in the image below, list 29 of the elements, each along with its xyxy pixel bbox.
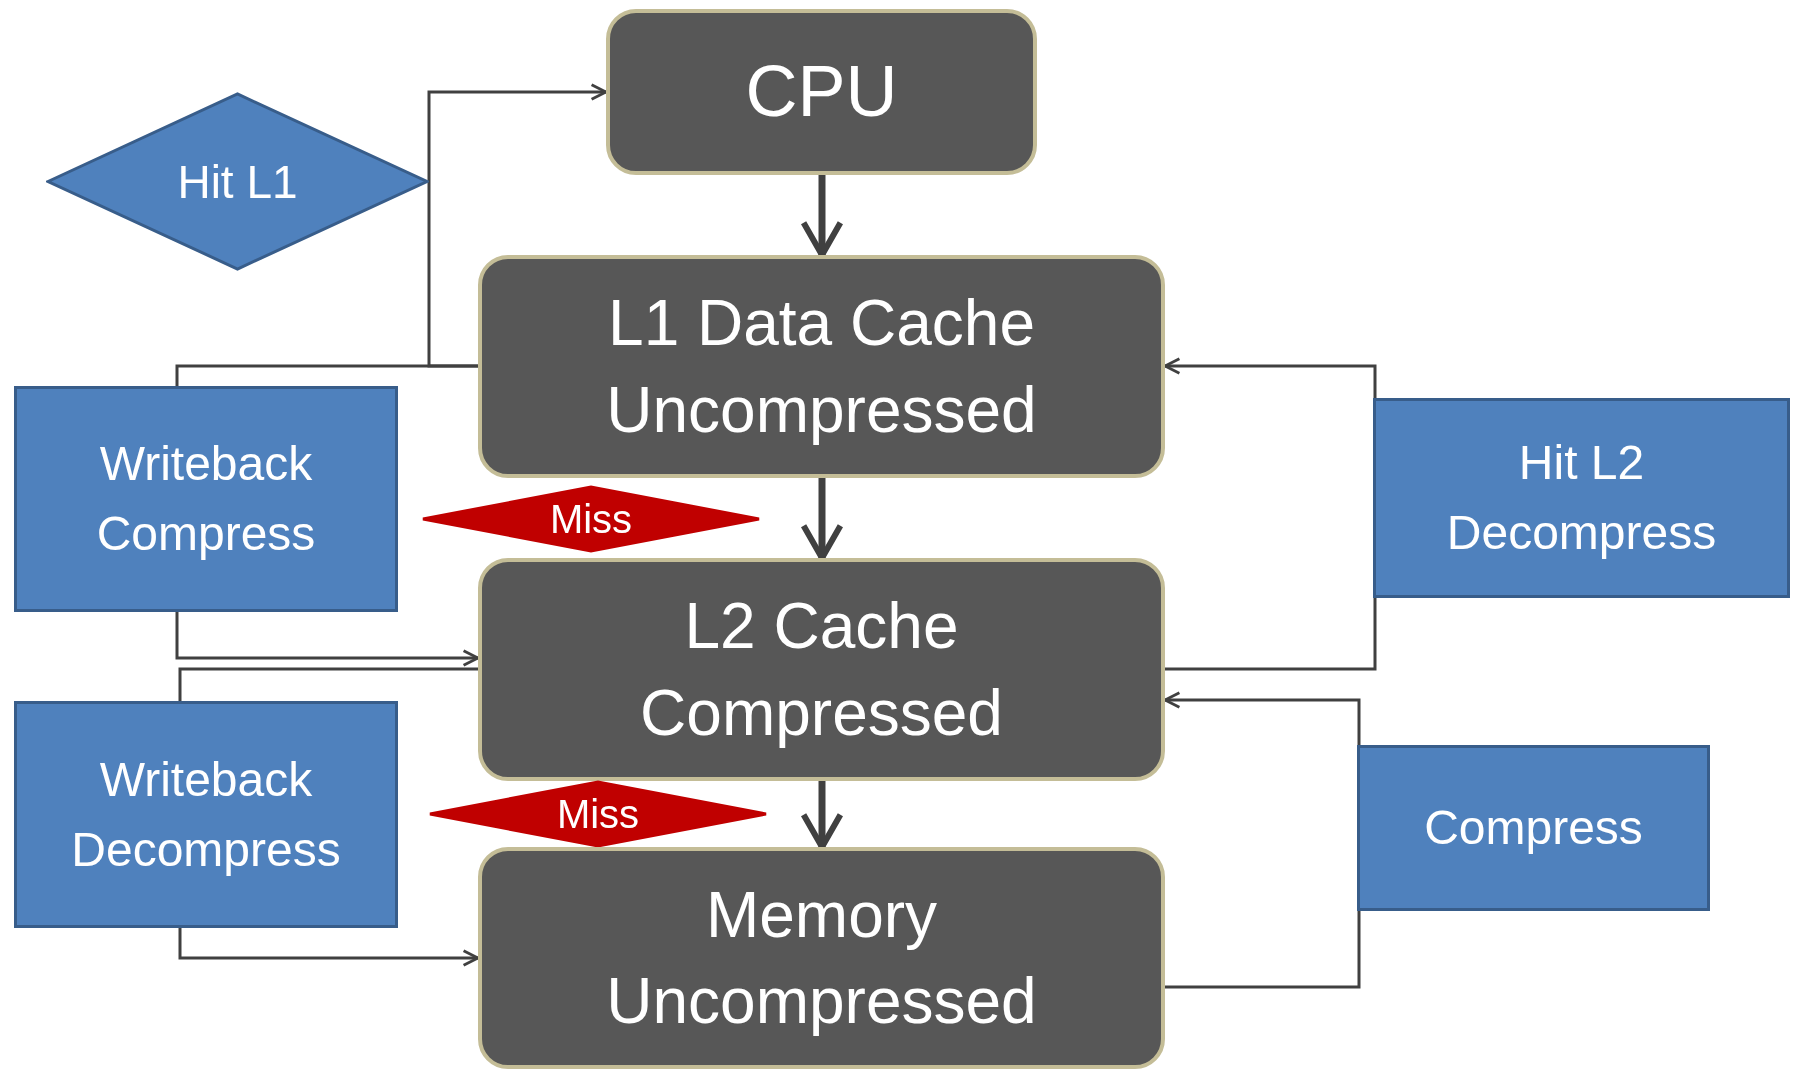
- arrow: [800, 781, 844, 850]
- process-box: [1357, 745, 1710, 911]
- arrow: [427, 83, 608, 181]
- arrow: [1163, 691, 1361, 745]
- arrow: [800, 175, 844, 258]
- node-label: Hit L2 Decompress: [1445, 435, 1718, 561]
- arrow: [178, 928, 480, 967]
- arrow: [800, 478, 844, 561]
- node-label: CPU: [745, 50, 898, 134]
- decision-diamond: [46, 92, 429, 271]
- decision-diamond: [421, 485, 761, 553]
- arrow: [175, 612, 480, 667]
- process-box: [478, 558, 1165, 781]
- process-box: [478, 255, 1165, 478]
- node-label: Miss: [556, 791, 640, 837]
- node-label: Memory Uncompressed: [605, 877, 1038, 1039]
- process-box: [606, 9, 1037, 175]
- node-label: Hit L1: [177, 154, 298, 209]
- process-box: [14, 701, 398, 928]
- process-box: [1373, 398, 1790, 598]
- arrow: [1163, 357, 1377, 398]
- process-box: [14, 386, 398, 612]
- node-label: Writeback Compress: [95, 436, 317, 562]
- node-label: Writeback Decompress: [70, 751, 342, 878]
- process-box: [478, 847, 1165, 1069]
- node-label: Compress: [1424, 800, 1643, 857]
- node-label: Miss: [549, 496, 633, 542]
- node-label: L2 Cache Compressed: [639, 589, 1004, 751]
- node-label: L1 Data Cache Uncompressed: [605, 286, 1038, 448]
